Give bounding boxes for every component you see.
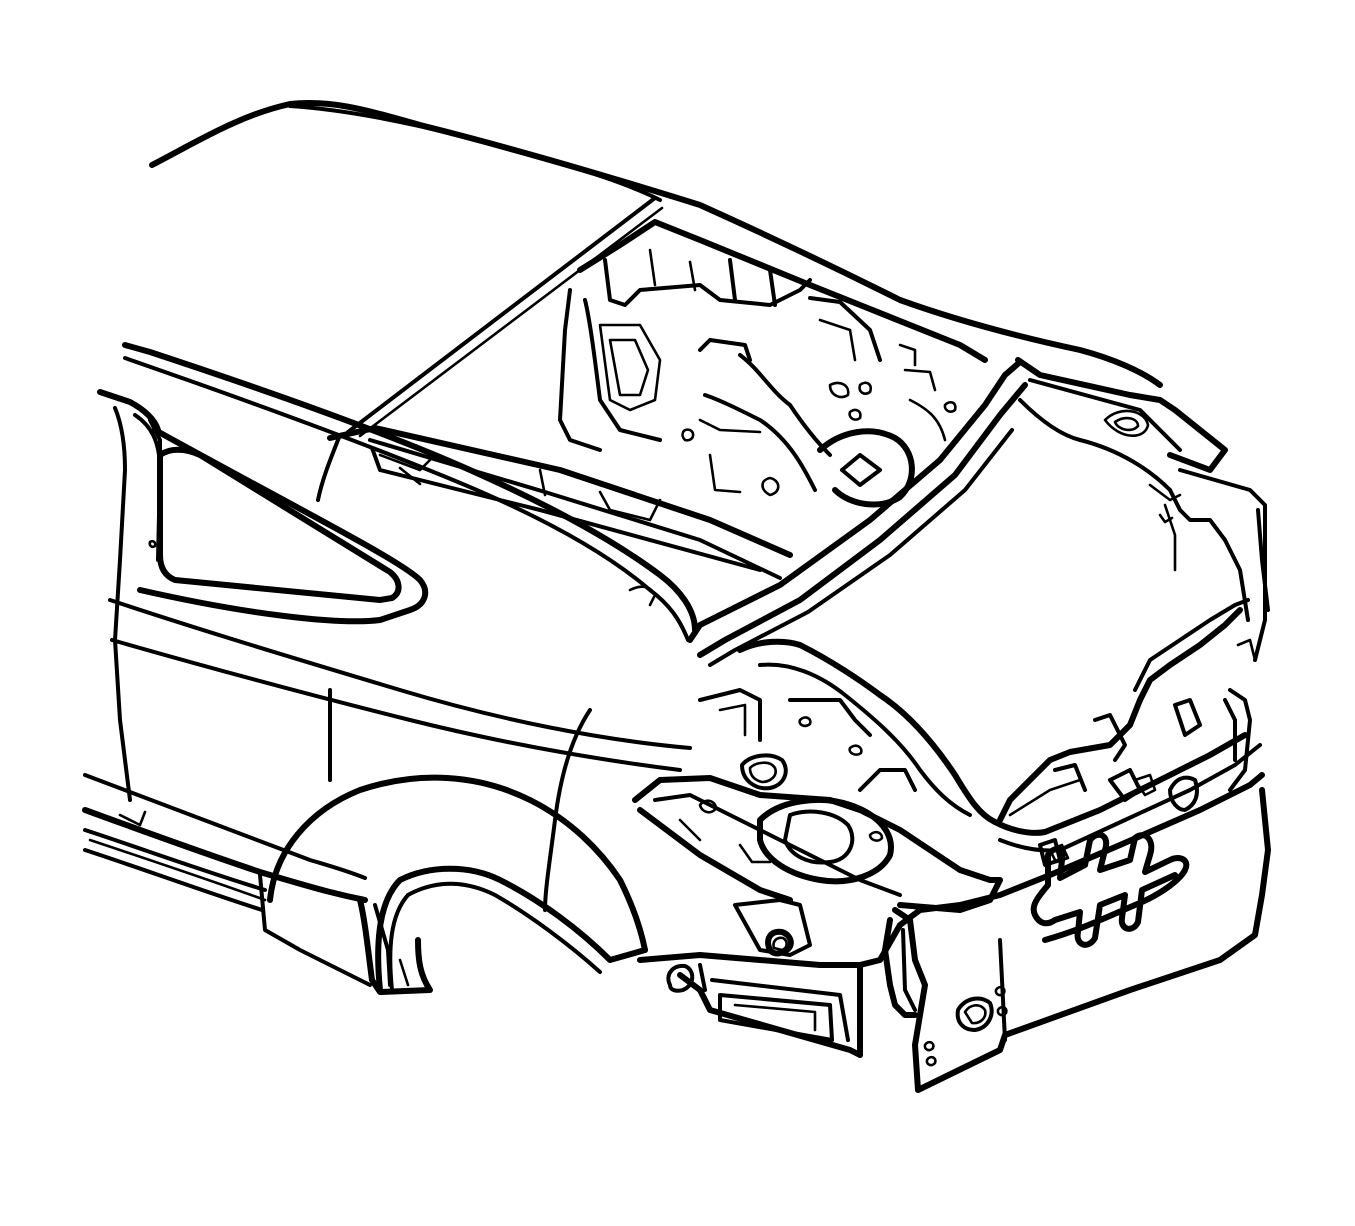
quarter-panel-upper [97, 342, 698, 802]
rear-compartment-bulkhead [558, 219, 988, 508]
quarter-panel-lower [82, 688, 648, 995]
roof-panel [149, 99, 1163, 438]
rear-end-panel [637, 508, 1271, 1093]
decklid-opening-flange [687, 357, 1267, 853]
